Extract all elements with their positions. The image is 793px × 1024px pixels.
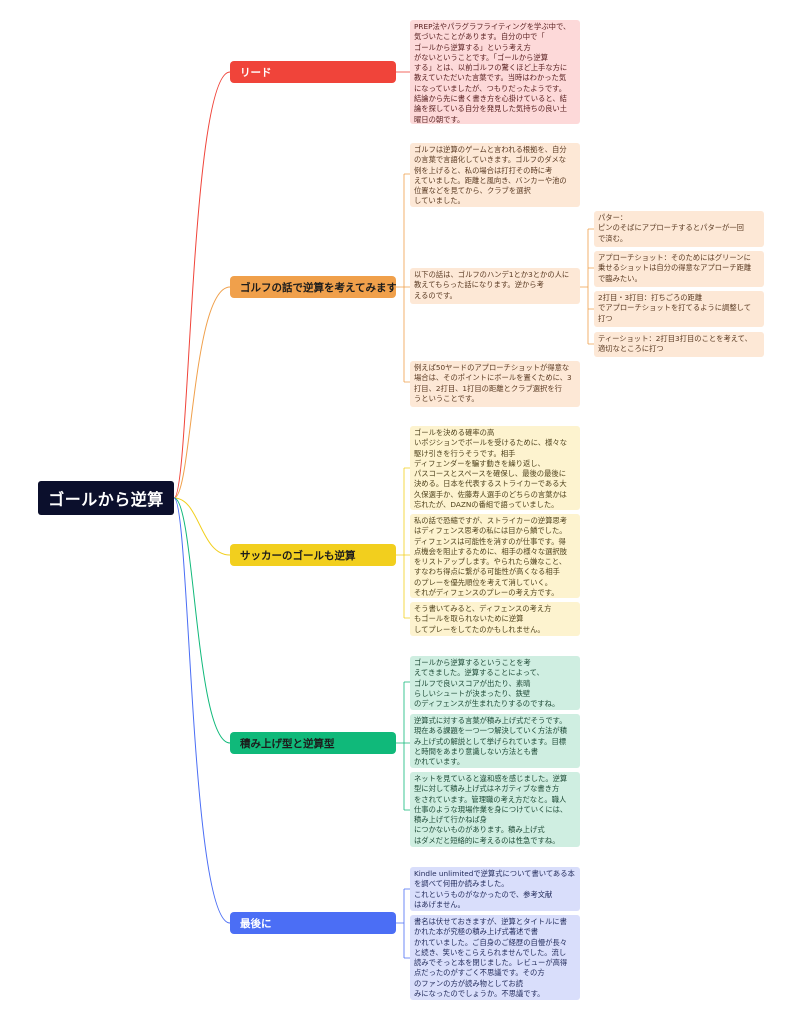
- note-golf-3: 例えば50ヤードのアプローチショットが得意な 場合は、そのポイントにボールを置く…: [410, 361, 580, 407]
- link-root-last: [173, 497, 231, 924]
- note-last-2: 書名は伏せておきますが、逆算とタイトルに書 かれた本が究極の積み上げ式著述で書 …: [410, 915, 580, 1000]
- note-lead-1: PREP法やパラグラフライティングを学ぶ中で、 気づいたことがあります。自分の中…: [410, 20, 580, 124]
- branch-soccer[interactable]: サッカーのゴールも逆算: [230, 544, 396, 566]
- link-root-lead: [173, 71, 231, 499]
- branch-stack[interactable]: 積み上げ型と逆算型: [230, 732, 396, 754]
- note-golf-sub-putter: パター： ピンのそばにアプローチするとパターが一回 で済む。: [594, 211, 764, 247]
- link-root-stack: [173, 497, 231, 744]
- link-root-soccer: [173, 497, 231, 556]
- note-stack-2: 逆算式に対する言葉が積み上げ式だそうです。 現在ある課題を一つ一つ解決していく方…: [410, 714, 580, 768]
- note-stack-3: ネットを見ていると違和感を感じました。逆算 型に対して積み上げ式はネガティブな書…: [410, 772, 580, 847]
- note-soccer-1: ゴールを決める確率の高 いポジションでボールを受けるために、様々な 駆け引きを行…: [410, 426, 580, 510]
- note-soccer-3: そう書いてみると、ディフェンスの考え方 もゴールを取られないために逆算 してプレ…: [410, 602, 580, 636]
- note-golf-2: 以下の話は、ゴルフのハンデ1とか3とかの人に 教えてもらった話になります。逆から…: [410, 268, 580, 304]
- link-root-golf: [173, 286, 231, 499]
- note-stack-1: ゴールから逆算するということを考 えてきました。逆算することによって、 ゴルフで…: [410, 656, 580, 710]
- note-soccer-2: 私の話で恐縮ですが、ストライカーの逆算思考 はディフェンス思考の私には目から鱗で…: [410, 514, 580, 598]
- branch-golf[interactable]: ゴルフの話で逆算を考えてみます: [230, 276, 396, 298]
- branch-last[interactable]: 最後に: [230, 912, 396, 934]
- note-golf-sub-2nd3rd: 2打目・3打目：打ちごろの距離 でアプローチショットを打てるように調整して 打つ: [594, 291, 764, 327]
- note-golf-sub-tee: ティーショット：2打目3打目のことを考えて、 適切なところに打つ: [594, 332, 764, 357]
- root-node[interactable]: ゴールから逆算: [38, 481, 174, 515]
- note-last-1: Kindle unlimitedで逆算式について書いてある本 を調べて何冊か読み…: [410, 867, 580, 911]
- note-golf-sub-approach: アプローチショット：そのためにはグリーンに 乗せるショットは自分の得意なアプロー…: [594, 251, 764, 287]
- branch-lead[interactable]: リード: [230, 61, 396, 83]
- note-golf-1: ゴルフは逆算のゲームと言われる根拠を、自分 の言葉で言語化していきます。ゴルフの…: [410, 143, 580, 207]
